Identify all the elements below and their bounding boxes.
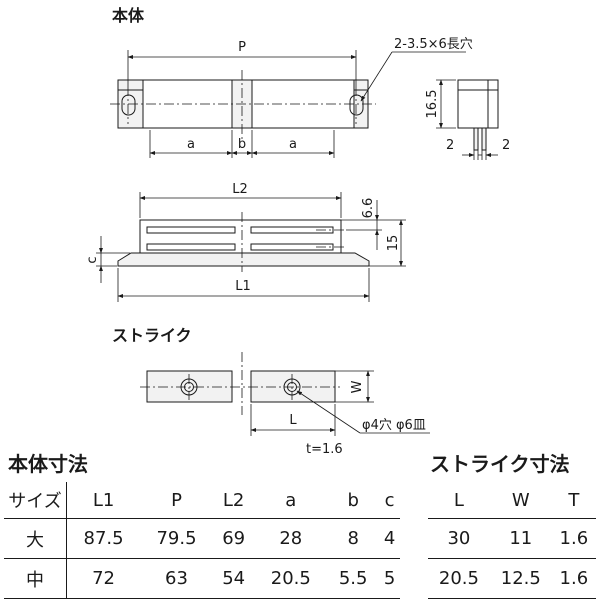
table-cell: 28 — [254, 518, 328, 559]
dim-label-c: c — [85, 256, 100, 263]
table-cell: 中 — [4, 558, 67, 599]
slot-hole-note: 2-3.5×6長穴 — [394, 37, 473, 52]
table-cell: 20.5 — [254, 558, 328, 599]
section-title-strike: ストライク — [112, 326, 192, 345]
table-row: 中 72 63 54 20.5 5.5 5 — [4, 558, 400, 599]
table-header-row: L W T — [428, 482, 596, 519]
table-cell: 12.5 — [489, 558, 552, 599]
pin-right — [481, 127, 487, 151]
slot-hole-right — [349, 94, 364, 116]
column-header: W — [489, 482, 552, 519]
column-header: T — [551, 482, 596, 519]
table-row: 大 87.5 79.5 69 28 8 4 — [4, 518, 400, 559]
table-cell: 72 — [66, 558, 141, 599]
dim-label-a-left: a — [187, 137, 195, 152]
dim-label-l1: L1 — [235, 279, 251, 294]
body-side-view — [457, 79, 499, 151]
table-cell: 63 — [140, 558, 213, 599]
slot-hole-left — [121, 94, 136, 116]
body-dimensions-table: サイズ L1 P L2 a b c 大 87.5 79.5 69 28 8 4 … — [4, 482, 400, 599]
dim-label-p: P — [238, 40, 246, 55]
table-row: 20.5 12.5 1.6 — [428, 558, 596, 599]
table-cell: 4 — [379, 518, 400, 559]
table-cell: 1.6 — [551, 558, 596, 599]
table-header-row: サイズ L1 P L2 a b c — [4, 482, 400, 519]
dim-label-pin-left: 2 — [446, 138, 454, 153]
table-cell: 5.5 — [327, 558, 380, 599]
column-header: L — [428, 482, 490, 519]
pin-left — [473, 127, 479, 151]
dim-label-w: W — [350, 380, 365, 393]
table-cell: 5 — [379, 558, 400, 599]
strike-table-title: ストライク寸法 — [430, 452, 570, 476]
section-title-body: 本体 — [112, 6, 145, 25]
front-base-plate — [117, 252, 370, 267]
table-cell: 1.6 — [551, 518, 596, 559]
table-cell: 20.5 — [428, 558, 490, 599]
dim-label-height-16-5: 16.5 — [425, 90, 440, 119]
column-header: c — [379, 482, 400, 519]
column-header: サイズ — [4, 482, 67, 519]
strike-plate-right — [250, 370, 336, 403]
strike-plate-left — [146, 370, 233, 403]
column-header: P — [140, 482, 213, 519]
table-row: 30 11 1.6 — [428, 518, 596, 559]
column-header: L1 — [66, 482, 141, 519]
hole-note: φ4穴 φ6皿 — [362, 418, 426, 433]
table-cell: 大 — [4, 518, 67, 559]
body-table-title: 本体寸法 — [8, 452, 88, 476]
front-housing — [139, 219, 342, 254]
dim-label-6-6: 6.6 — [361, 198, 376, 219]
table-cell: 54 — [212, 558, 255, 599]
column-header: L2 — [212, 482, 255, 519]
dim-label-l2: L2 — [232, 182, 248, 197]
table-cell: 11 — [489, 518, 552, 559]
dim-label-l: L — [289, 413, 297, 428]
strike-view — [140, 352, 340, 415]
body-top-view — [110, 70, 376, 140]
body-front-view — [117, 212, 370, 272]
table-cell: 79.5 — [140, 518, 213, 559]
thickness-note: t=1.6 — [306, 442, 343, 457]
strike-dimensions-table: L W T 30 11 1.6 20.5 12.5 1.6 — [428, 482, 596, 599]
column-header: a — [254, 482, 328, 519]
table-cell: 8 — [327, 518, 380, 559]
table-cell: 30 — [428, 518, 490, 559]
dim-label-b: b — [238, 137, 246, 152]
dim-label-a-right: a — [289, 137, 297, 152]
dim-label-pin-right: 2 — [502, 138, 510, 153]
table-cell: 87.5 — [66, 518, 141, 559]
dim-label-15: 15 — [386, 235, 401, 252]
column-header: b — [327, 482, 380, 519]
table-cell: 69 — [212, 518, 255, 559]
